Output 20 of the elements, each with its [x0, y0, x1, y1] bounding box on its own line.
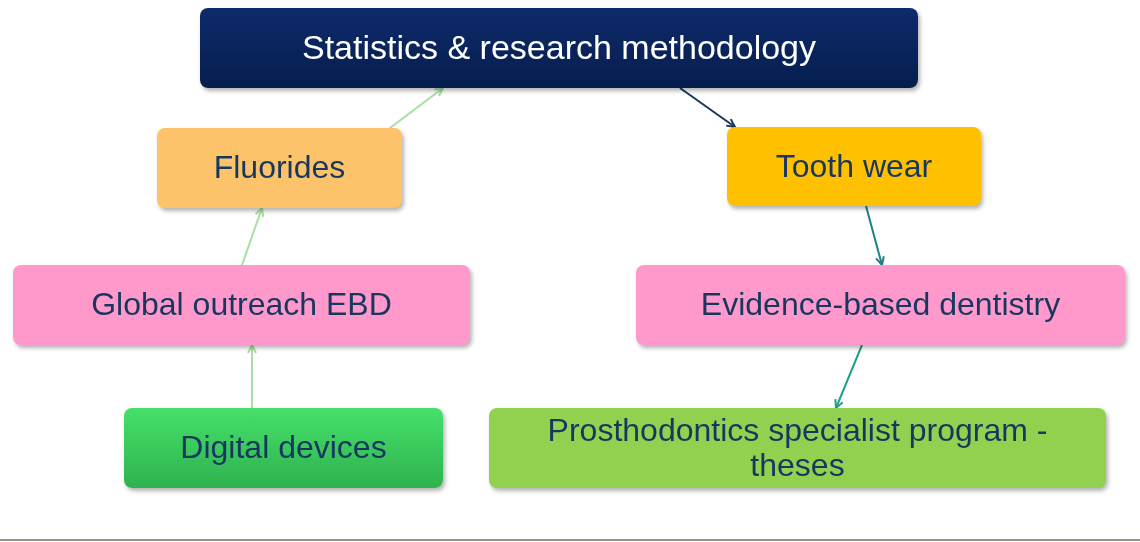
topic-box — [124, 408, 443, 488]
topic-box — [13, 265, 470, 345]
topic-label: Tooth wear — [775, 148, 933, 185]
topic-label: Evidence-based dentistry — [700, 287, 1061, 323]
arrow — [241, 207, 265, 266]
topic-label: Statistics & research methodology — [302, 29, 816, 67]
topic-box — [489, 408, 1106, 488]
topic-label: Global outreach EBD — [91, 287, 392, 323]
topic-box — [636, 265, 1125, 345]
arrow — [247, 344, 257, 409]
topic-box — [727, 127, 981, 206]
topic-box — [200, 8, 918, 88]
arrow — [834, 344, 863, 409]
arrow — [389, 87, 444, 129]
arrow — [865, 205, 885, 266]
arrow — [679, 87, 736, 128]
topic-box — [157, 128, 402, 208]
topic-label: Prosthodontics specialist program - theses — [546, 412, 1049, 484]
topic-label: Fluorides — [213, 150, 346, 186]
topic-label: Digital devices — [180, 430, 387, 466]
